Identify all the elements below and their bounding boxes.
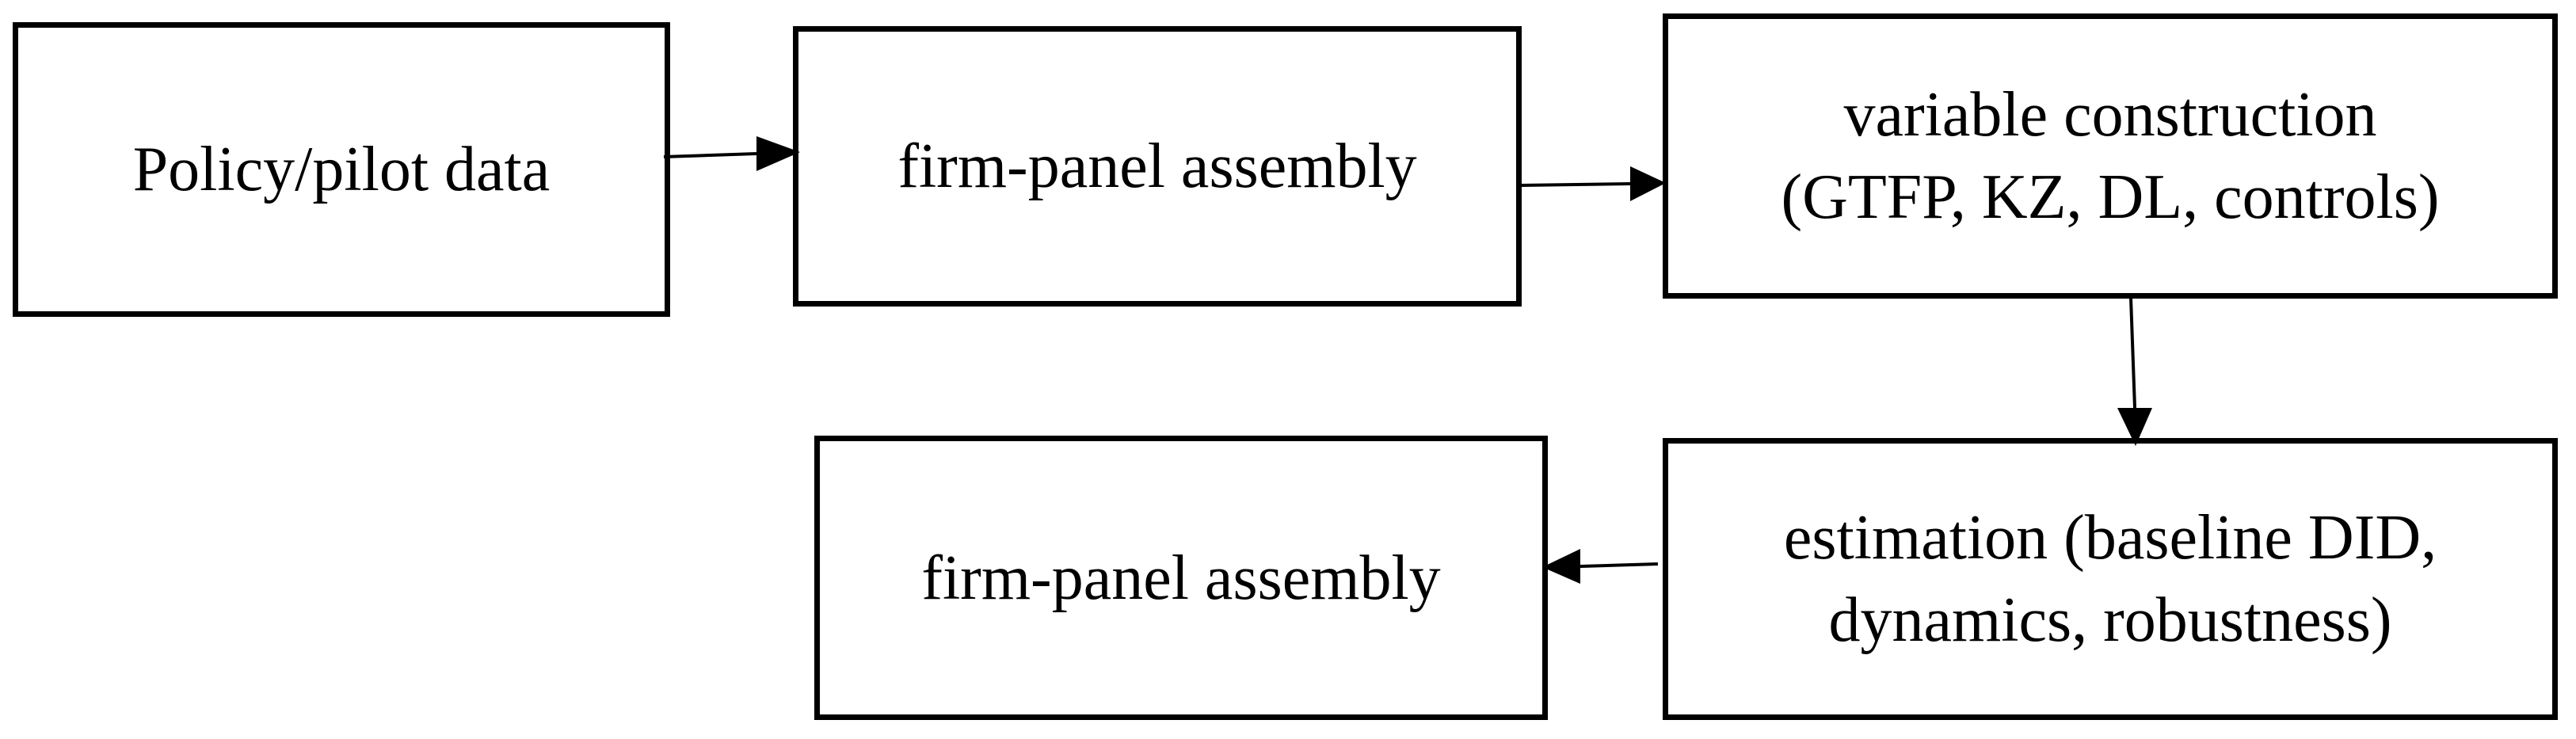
node-policy-pilot-data: Policy/pilot data	[13, 22, 670, 317]
node-estimation: estimation (baseline DID, dynamics, robu…	[1663, 438, 2558, 720]
arrow-variable-to-estimation	[2129, 297, 2136, 409]
arrowhead-policy-to-panel	[756, 136, 800, 171]
arrow-panel-to-variable	[1520, 182, 1631, 187]
arrow-estimation-to-panel-output	[1580, 562, 1659, 568]
node-label: firm-panel assembly	[897, 131, 1417, 201]
arrowhead-variable-to-estimation	[2117, 408, 2152, 446]
node-firm-panel-assembly-output: firm-panel assembly	[814, 436, 1548, 720]
arrowhead-estimation-to-panel-output	[1542, 549, 1580, 584]
node-label: Policy/pilot data	[132, 135, 551, 204]
node-variable-construction: variable construction (GTFP, KZ, DL, con…	[1663, 13, 2558, 299]
arrowhead-panel-to-variable	[1630, 166, 1666, 201]
node-label-line-2: dynamics, robustness)	[1828, 585, 2392, 655]
node-label-line-2: (GTFP, KZ, DL, controls)	[1781, 162, 2440, 232]
node-label-line-1: variable construction	[1843, 80, 2377, 150]
node-label: firm-panel assembly	[921, 543, 1441, 613]
arrow-policy-to-panel	[663, 152, 757, 158]
node-label-line-1: estimation (baseline DID,	[1783, 503, 2437, 573]
node-firm-panel-assembly: firm-panel assembly	[793, 26, 1522, 307]
